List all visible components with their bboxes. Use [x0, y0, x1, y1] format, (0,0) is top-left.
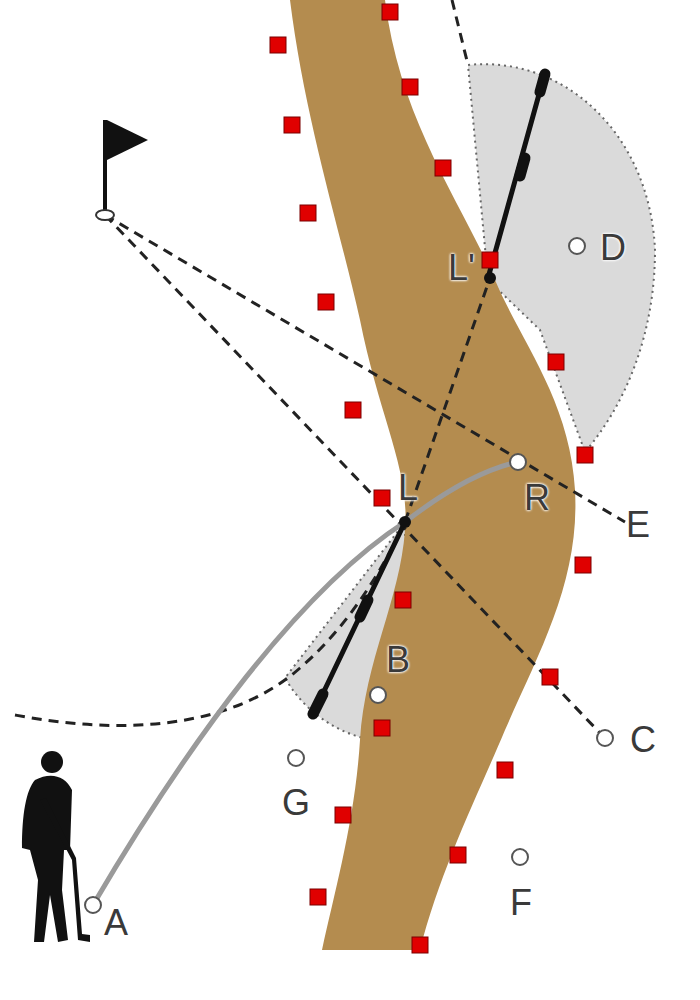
- boundary-stake: [284, 117, 300, 133]
- point-label: E: [626, 507, 650, 543]
- point-label: F: [510, 885, 532, 921]
- boundary-stake: [497, 762, 513, 778]
- boundary-stake: [575, 557, 591, 573]
- ball-spot: [569, 238, 585, 254]
- boundary-stake: [548, 354, 564, 370]
- boundary-stake: [300, 205, 316, 221]
- boundary-stake: [335, 807, 351, 823]
- boundary-stake: [435, 160, 451, 176]
- boundary-stake: [270, 37, 286, 53]
- club: [315, 522, 405, 710]
- ball-spot: [512, 849, 528, 865]
- ball-marker: [399, 516, 411, 528]
- boundary-stake: [577, 447, 593, 463]
- boundary-stake: [412, 937, 428, 953]
- ball-spot: [288, 750, 304, 766]
- point-label: L: [398, 470, 418, 506]
- point-label: L': [448, 250, 475, 286]
- boundary-stake: [542, 669, 558, 685]
- club-head: [540, 74, 545, 92]
- ball-spot: [510, 454, 526, 470]
- club: [488, 80, 543, 278]
- boundary-stake: [382, 4, 398, 20]
- point-label: C: [630, 722, 656, 758]
- water-hazard: [290, 0, 575, 950]
- reference-line: [452, 0, 468, 65]
- point-label: B: [386, 642, 410, 678]
- ball-spot: [85, 897, 101, 913]
- point-label: D: [600, 230, 626, 266]
- boundary-stake: [450, 847, 466, 863]
- ball-path: [93, 462, 518, 905]
- boundary-stake: [310, 889, 326, 905]
- club-grip: [360, 600, 368, 617]
- distance-arc: [15, 522, 405, 725]
- point-label: G: [282, 785, 310, 821]
- club-head: [313, 694, 323, 714]
- boundary-stake: [318, 294, 334, 310]
- boundary-stake: [374, 720, 390, 736]
- boundary-stake: [482, 252, 498, 268]
- hole: [96, 210, 114, 220]
- ball-spot: [597, 730, 613, 746]
- boundary-stake: [374, 490, 390, 506]
- boundary-stake: [402, 79, 418, 95]
- ball-marker: [484, 272, 496, 284]
- flagstick: [103, 120, 107, 215]
- point-label: A: [104, 905, 128, 941]
- golfer: [22, 751, 90, 942]
- stakes: [270, 4, 593, 953]
- reference-line: [105, 215, 600, 733]
- point-label: R: [524, 480, 550, 516]
- boundary-stake: [345, 402, 361, 418]
- boundary-stake: [395, 592, 411, 608]
- club-grip: [520, 158, 525, 176]
- flag: [107, 120, 148, 160]
- reference-line: [105, 215, 625, 522]
- ball-spot: [370, 687, 386, 703]
